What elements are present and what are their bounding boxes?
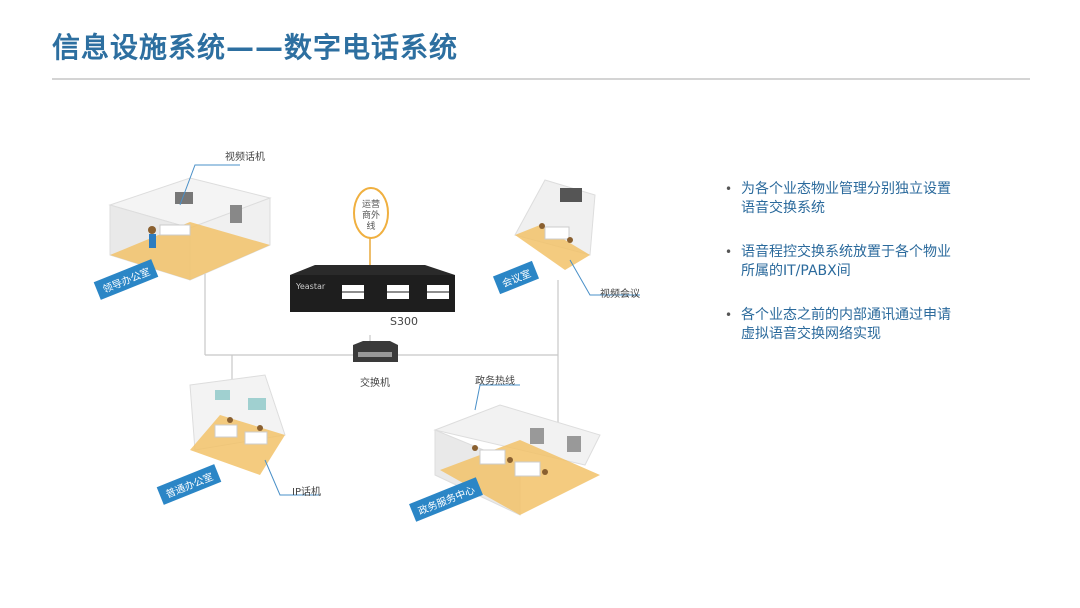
- page-title: 信息设施系统——数字电话系统: [52, 31, 459, 64]
- label-video-conference: 视频会议: [600, 289, 640, 300]
- label-operator-line: 运营商外线: [361, 200, 380, 232]
- network-diagram: 视频话机 运营商外线 Yeastar S300 交换机 视频会议 政务热线 IP…: [80, 130, 640, 550]
- general-office-room: [189, 374, 286, 475]
- diagram-graphics: [108, 164, 640, 516]
- operator-bubble: [353, 187, 389, 239]
- label-switch: 交换机: [360, 378, 390, 389]
- label-device-model: S300: [390, 315, 418, 328]
- label-device-brand: Yeastar: [296, 282, 326, 291]
- bullet-item: 为各个业态物业管理分别独立设置语音交换系统: [725, 180, 955, 218]
- label-gov-hotline: 政务热线: [475, 376, 515, 387]
- bullet-list: 为各个业态物业管理分别独立设置语音交换系统 语音程控交换系统放置于各个物业所属的…: [725, 180, 955, 369]
- label-ip-phone: IP话机: [292, 487, 321, 498]
- bullet-item: 语音程控交换系统放置于各个物业所属的IT/PABX间: [725, 243, 955, 281]
- network-switch: [353, 341, 398, 362]
- bullet-item: 各个业态之前的内部通讯通过申请虚拟语音交换网络实现: [725, 306, 955, 344]
- pbx-device: [290, 265, 455, 312]
- title-divider: [52, 78, 1030, 80]
- meeting-room-graphic: [514, 179, 596, 270]
- label-video-phone: 视频话机: [225, 152, 265, 163]
- gov-service-room: [433, 404, 601, 516]
